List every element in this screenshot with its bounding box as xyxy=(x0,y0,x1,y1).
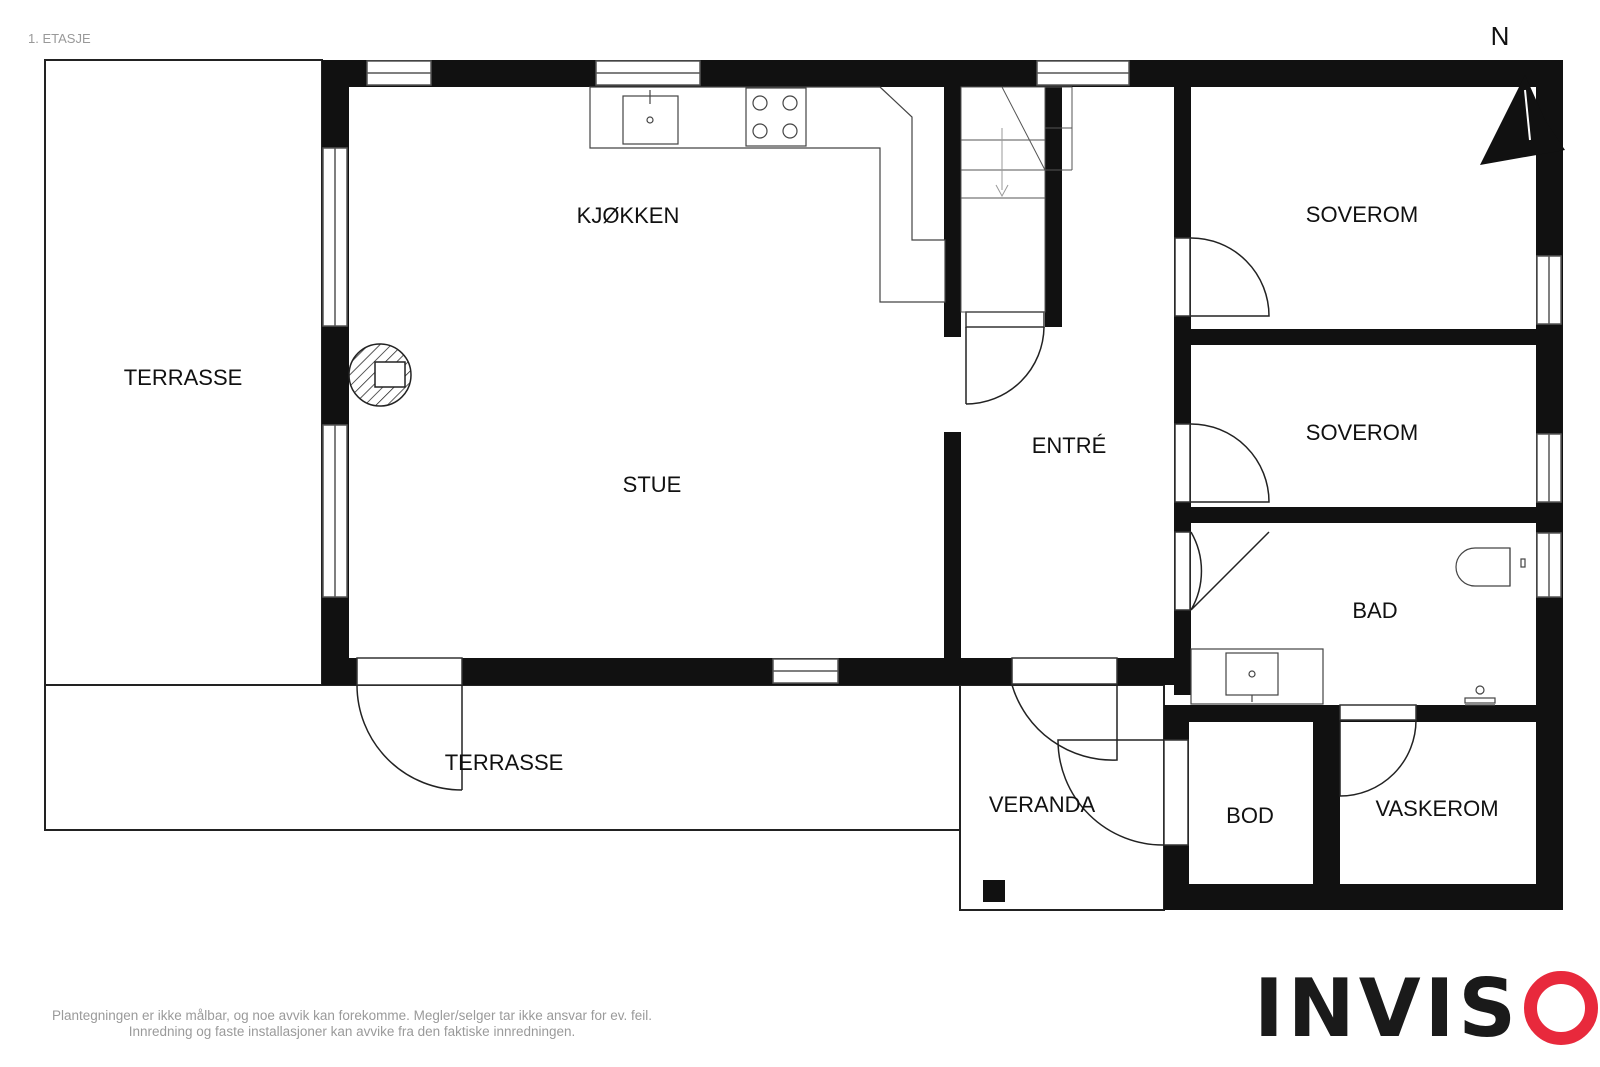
kitchen-counter xyxy=(589,86,946,303)
bath-fixtures xyxy=(1190,547,1526,706)
room-label-entry: ENTRÉ xyxy=(1032,433,1107,458)
doors xyxy=(356,237,1417,846)
veranda-post xyxy=(983,880,1005,902)
disclaimer-line-2: Innredning og faste installasjoner kan a… xyxy=(128,1024,576,1039)
room-label-bedroom-2: SOVEROM xyxy=(1306,420,1418,445)
staircase xyxy=(960,86,1073,313)
fireplace xyxy=(348,343,412,407)
room-label-veranda: VERANDA xyxy=(989,792,1096,817)
room-label-storage: BOD xyxy=(1226,803,1274,828)
logo-text: INVIS xyxy=(1254,961,1521,1055)
room-label-bath: BAD xyxy=(1352,598,1397,623)
room-label-laundry: VASKEROM xyxy=(1375,796,1498,821)
room-label-terrace-west: TERRASSE xyxy=(124,365,243,390)
room-label-bedroom-1: SOVEROM xyxy=(1306,202,1418,227)
room-label-terrace-south: TERRASSE xyxy=(445,750,564,775)
disclaimer-line-1: Plantegningen er ikke målbar, og noe avv… xyxy=(51,1008,653,1023)
north-label: N xyxy=(1491,21,1510,51)
terrace-west-area xyxy=(44,59,323,686)
terrace-south-area xyxy=(44,684,961,831)
north-arrow-icon xyxy=(1480,75,1565,165)
logo-o-ring-icon xyxy=(1524,971,1599,1045)
disclaimer: Plantegningen er ikke målbar, og noe avv… xyxy=(0,1008,704,1040)
floor-label: 1. ETASJE xyxy=(28,31,91,46)
room-label-kitchen: KJØKKEN xyxy=(577,203,680,228)
inviso-logo: INVIS xyxy=(1254,962,1599,1055)
room-label-living: STUE xyxy=(623,472,682,497)
windows xyxy=(322,60,1562,684)
